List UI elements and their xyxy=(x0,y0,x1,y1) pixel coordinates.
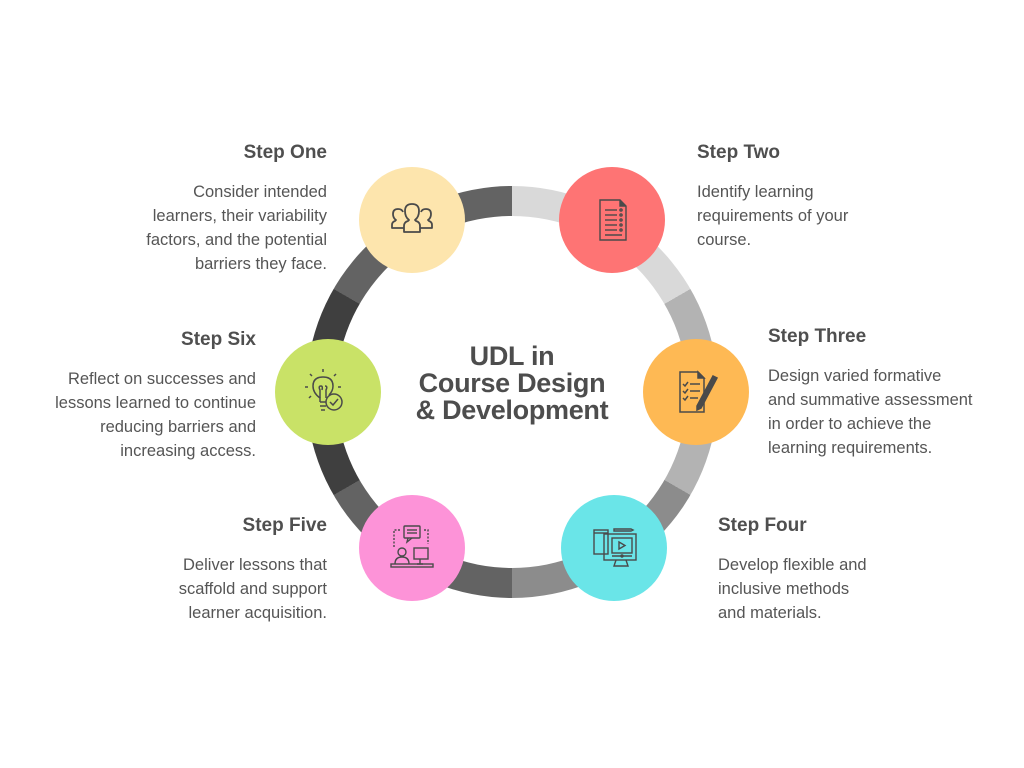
desc-line: Deliver lessons that xyxy=(183,556,327,574)
lightbulb-check-icon xyxy=(305,369,343,411)
desc-line: reducing barriers and xyxy=(100,418,256,436)
step-one-description: Consider intended learners, their variab… xyxy=(146,180,327,276)
desc-line: increasing access. xyxy=(120,442,256,460)
desc-line: scaffold and support xyxy=(178,580,327,598)
desc-line: learner acquisition. xyxy=(188,604,328,622)
step-three-node xyxy=(643,339,749,445)
step-five-title: Step Five xyxy=(242,515,327,536)
desc-line: course. xyxy=(697,231,752,249)
title-line-3: & Development xyxy=(415,395,609,425)
step-five-description: Deliver lessons that scaffold and suppor… xyxy=(179,553,327,625)
step-three-title: Step Three xyxy=(768,326,867,347)
checklist-pen-icon xyxy=(679,370,719,413)
step-four-description: Develop flexible and inclusive methods a… xyxy=(718,553,867,625)
title-line-2: Course Design xyxy=(418,368,606,398)
desc-line: Consider intended xyxy=(193,183,327,201)
step-six-description: Reflect on successes and lessons learned… xyxy=(55,367,256,463)
step-two-title: Step Two xyxy=(697,142,781,163)
step-five-node xyxy=(359,495,465,601)
document-checklist-icon xyxy=(599,199,627,241)
step-six-title: Step Six xyxy=(181,329,256,350)
desc-line: learners, their variability xyxy=(152,207,327,225)
desc-line: Reflect on successes and xyxy=(67,370,256,388)
desc-line: learning requirements. xyxy=(768,439,933,457)
step-four-title: Step Four xyxy=(718,515,807,536)
title-line-1: UDL in xyxy=(469,341,555,371)
step-two-description: Identify learning requirements of your c… xyxy=(697,180,848,252)
step-six-node xyxy=(275,339,381,445)
step-two-node xyxy=(559,167,665,273)
desc-line: in order to achieve the xyxy=(768,415,932,433)
step-four-node xyxy=(561,495,667,601)
desc-line: barriers they face. xyxy=(194,255,327,273)
diagram-title: UDL in Course Design & Development xyxy=(392,343,632,424)
step-three-description: Design varied formative and summative as… xyxy=(768,364,973,460)
teacher-computer-chat-icon xyxy=(390,525,434,568)
people-group-icon xyxy=(391,203,433,233)
book-video-computer-icon xyxy=(593,528,637,567)
step-one-title: Step One xyxy=(243,142,327,163)
desc-line: Identify learning xyxy=(697,183,814,201)
desc-line: Develop flexible and xyxy=(718,556,867,574)
desc-line: and materials. xyxy=(718,604,822,622)
desc-line: Design varied formative xyxy=(768,367,942,385)
desc-line: inclusive methods xyxy=(718,580,850,598)
step-one-node xyxy=(359,167,465,273)
desc-line: requirements of your xyxy=(697,207,849,225)
desc-line: factors, and the potential xyxy=(146,231,327,249)
desc-line: lessons learned to continue xyxy=(55,394,256,412)
desc-line: and summative assessment xyxy=(768,391,973,409)
